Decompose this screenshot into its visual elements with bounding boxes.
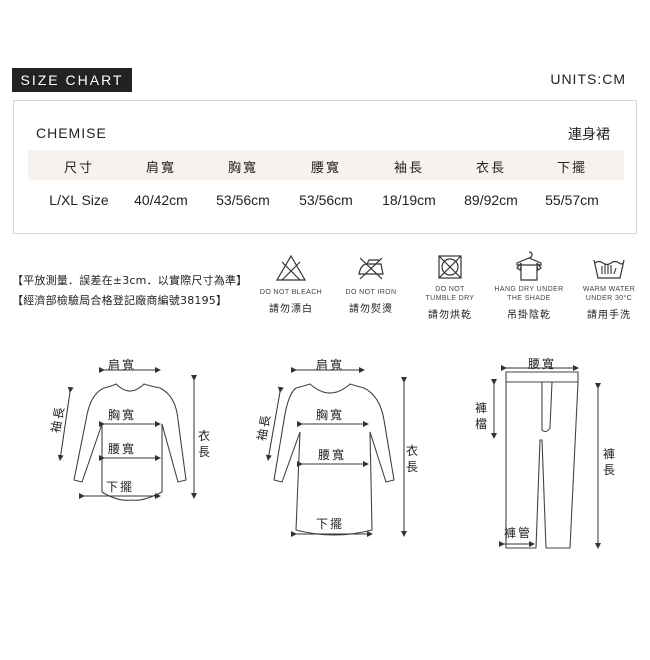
care-chinese: 請勿熨燙: [349, 304, 393, 315]
care-english: UNDER 30°C: [585, 295, 633, 302]
pants-length-label: 褲長: [602, 447, 615, 477]
care-item-do-not-iron: DO NOT IRON 請勿熨燙: [331, 254, 411, 315]
do-not-iron-icon: [358, 257, 384, 280]
garment-diagrams: [57, 365, 601, 549]
care-chinese: 請勿漂白: [269, 304, 313, 315]
care-item-hang-dry: HANG DRY UNDER THE SHADE 吊掛陰乾: [489, 250, 569, 321]
care-item-hand-wash: WARM WATER UNDER 30°C 請用手洗: [569, 254, 649, 321]
measurement-note: 【平放測量．誤差在±3cm．以實際尺寸為準】: [12, 274, 248, 287]
pants-rise-label: 褲檔: [474, 401, 487, 431]
care-english: DO NOT IRON: [345, 289, 397, 296]
care-english: HANG DRY UNDER: [494, 286, 564, 293]
dress-hem-label: 下擺: [316, 517, 345, 531]
column-header: 腰寬: [310, 161, 341, 176]
table-cell: 53/56cm: [216, 192, 270, 208]
hand-wash-icon: [593, 259, 625, 279]
table-cell: 18/19cm: [382, 192, 436, 208]
do-not-bleach-icon: [275, 254, 307, 281]
table-cell: 89/92cm: [464, 192, 518, 208]
care-chinese: 請用手洗: [587, 310, 631, 321]
care-chinese: 請勿烘乾: [428, 310, 472, 321]
hang-dry-icon: [516, 251, 542, 281]
table-cell: 53/56cm: [299, 192, 353, 208]
dress-length-label: 衣長: [405, 444, 418, 474]
dress-chest-label: 胸寬: [316, 408, 345, 422]
top-chest-label: 胸寬: [108, 408, 137, 422]
column-header: 袖長: [393, 161, 424, 176]
column-header: 衣長: [475, 161, 506, 176]
column-header: 肩寬: [145, 161, 176, 176]
care-english: DO NOT: [435, 286, 465, 293]
table-cell: 55/57cm: [545, 192, 599, 208]
care-chinese: 吊掛陰乾: [507, 310, 551, 321]
column-header: 尺寸: [63, 161, 94, 176]
pants-leg-opening-label: 褲管: [504, 526, 533, 540]
top-shoulder-label: 肩寬: [108, 358, 137, 372]
column-header: 下擺: [556, 161, 587, 176]
top-length-label: 衣長: [197, 429, 210, 459]
dress-outline: [273, 383, 395, 536]
care-item-do-not-tumble-dry: DO NOT TUMBLE DRY 請勿烘乾: [410, 254, 490, 321]
dress-shoulder-label: 肩寬: [316, 358, 345, 372]
product-name-chinese: 連身裙: [568, 127, 610, 143]
care-english: THE SHADE: [507, 295, 551, 302]
size-table: [13, 100, 637, 234]
do-not-tumble-dry-icon: [438, 255, 462, 279]
care-english: WARM WATER: [582, 286, 636, 293]
table-cell: 40/42cm: [134, 192, 188, 208]
care-english: DO NOT BLEACH: [259, 289, 323, 296]
table-header-row: [28, 150, 624, 180]
column-header: 胸寬: [227, 161, 258, 176]
product-name: CHEMISE: [36, 125, 107, 141]
size-chart-title: SIZE CHART: [12, 68, 132, 92]
top-waist-label: 腰寬: [108, 442, 137, 456]
pants-outline: [505, 371, 579, 549]
table-cell: L/XL Size: [49, 192, 109, 208]
dress-waist-label: 腰寬: [318, 448, 347, 462]
care-english: TUMBLE DRY: [425, 295, 475, 302]
units-label: UNITS:CM: [550, 71, 626, 87]
registration-note: 【經濟部檢驗局合格登記廠商編號38195】: [12, 294, 228, 307]
pants-waist-label: 腰寬: [528, 357, 557, 371]
top-hem-label: 下擺: [106, 480, 135, 494]
care-item-do-not-bleach: DO NOT BLEACH 請勿漂白: [251, 254, 331, 315]
